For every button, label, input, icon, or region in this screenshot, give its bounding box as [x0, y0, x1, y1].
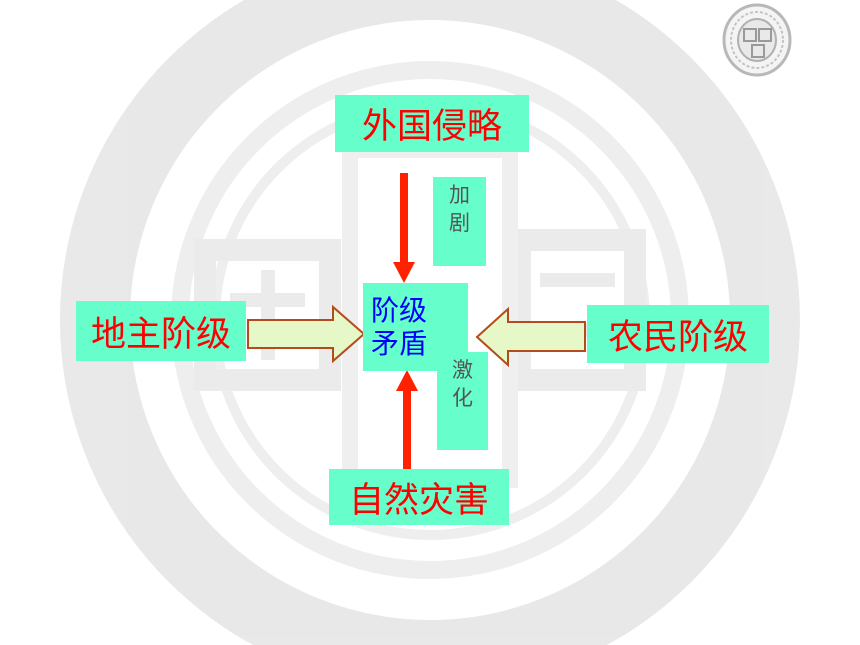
sharpen-label: 激 化 — [437, 352, 488, 450]
arrow-from-natural-disaster — [396, 370, 418, 472]
arrow-from-foreign-aggression — [393, 173, 415, 283]
center-line-1: 阶级 — [371, 294, 428, 327]
center-line-2: 矛盾 — [371, 327, 428, 360]
landlord-class-box: 地主阶级 — [76, 301, 246, 361]
peasant-class-box: 农民阶级 — [587, 305, 769, 363]
foreign-aggression-box: 外国侵略 — [335, 95, 529, 152]
sharpen-char-2: 化 — [452, 386, 473, 410]
natural-disaster-box: 自然灾害 — [329, 469, 509, 525]
arrow-from-landlord-class — [247, 304, 366, 364]
seal-emblem-icon — [722, 3, 792, 77]
intensify-char-2: 剧 — [449, 211, 470, 235]
intensify-char-1: 加 — [449, 183, 470, 207]
intensify-label: 加 剧 — [433, 177, 486, 266]
sharpen-char-1: 激 — [452, 358, 473, 382]
arrow-from-peasant-class — [475, 306, 586, 368]
